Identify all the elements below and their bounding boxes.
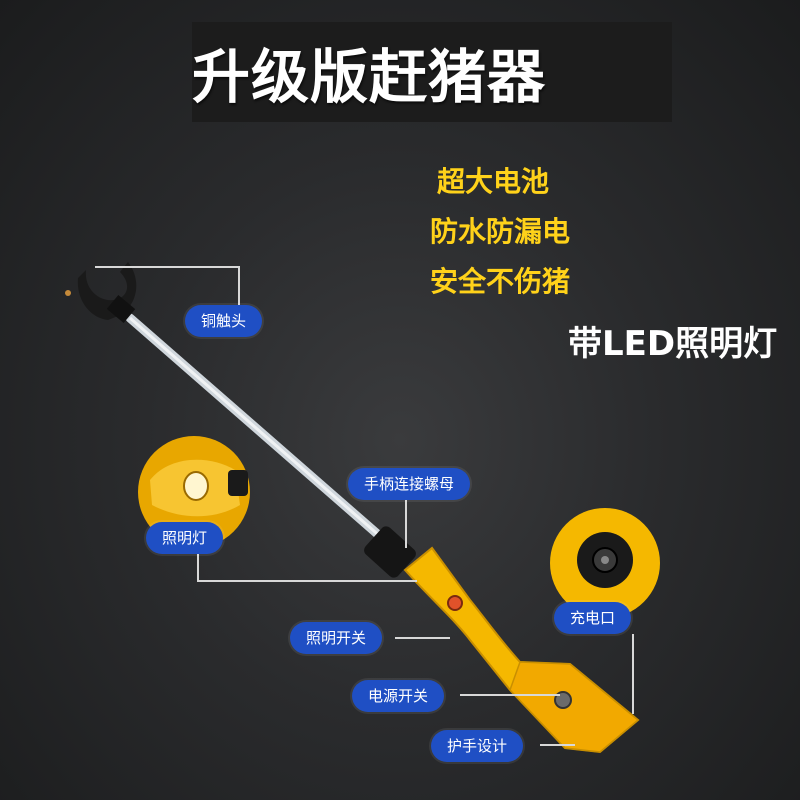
callout-handle-nut: 手柄连接螺母 [348, 468, 471, 500]
leader-charge-v [632, 634, 634, 714]
title-banner [192, 22, 672, 122]
led-lighting-label: 带LED照明灯 [568, 324, 778, 364]
callout-light: 照明灯 [146, 522, 224, 554]
rod-highlight [129, 316, 391, 547]
handle-nut-icon [364, 526, 416, 578]
leader-light-v [197, 552, 199, 582]
leader-lightswitch-h [395, 637, 450, 639]
charge-port-closeup-icon [550, 508, 660, 618]
callout-light-switch: 照明开关 [290, 622, 383, 654]
leader-powerswitch-h [460, 694, 560, 696]
callout-copper-head: 铜触头 [185, 305, 263, 337]
light-closeup-icon [138, 436, 250, 548]
leader-guard-h [540, 744, 575, 746]
leader-copper-h [95, 266, 240, 268]
leader-copper-v [238, 266, 240, 306]
feature-safe: 安全不伤猪 [430, 265, 571, 298]
feature-waterproof: 防水防漏电 [430, 215, 571, 248]
feature-battery: 超大电池 [437, 165, 550, 198]
leader-light-h [197, 580, 417, 582]
leader-nut-v [405, 500, 407, 548]
copper-fork-head-icon [65, 262, 137, 323]
page-title: 升级版赶猪器 [192, 43, 547, 111]
callout-power-switch: 电源开关 [352, 680, 445, 712]
callout-hand-guard: 护手设计 [431, 730, 524, 762]
callout-charge-port: 充电口 [554, 602, 632, 634]
yellow-handle-icon [403, 546, 640, 754]
